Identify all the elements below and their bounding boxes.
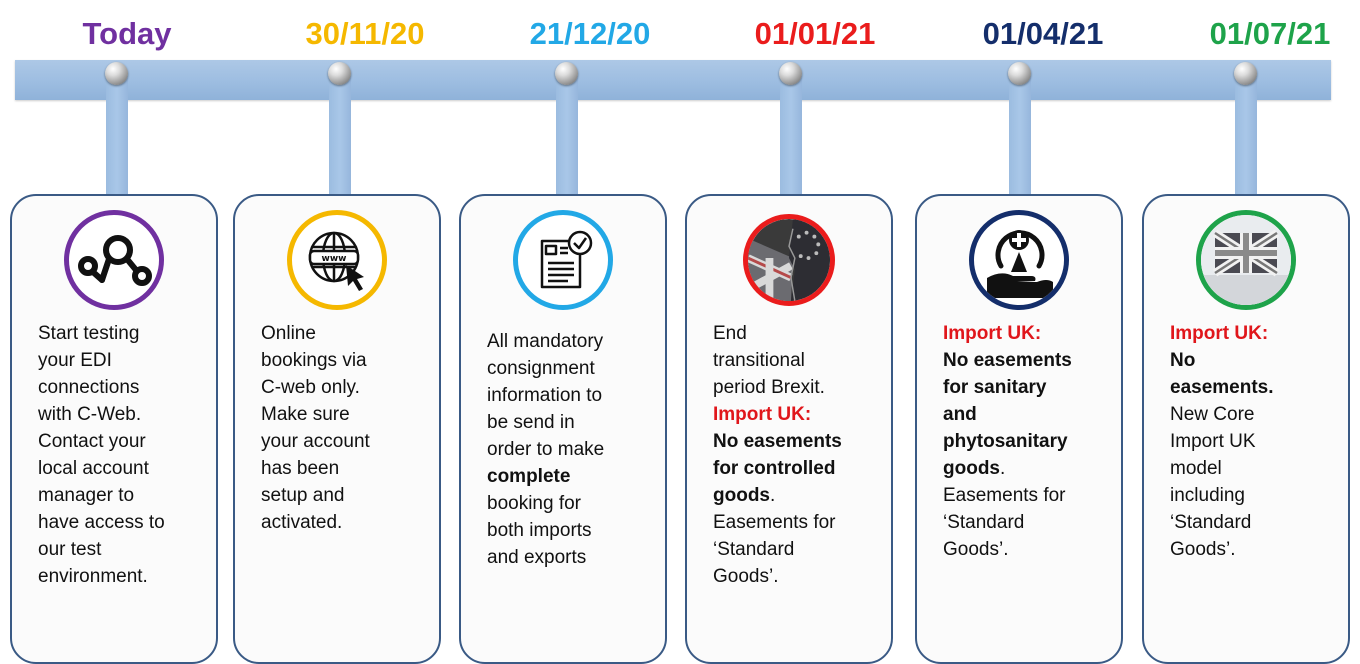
timeline-marker xyxy=(555,62,578,85)
brexit-flag-icon xyxy=(743,214,835,306)
milestone-card-211220: All mandatory consignment information to… xyxy=(459,194,667,664)
milestone-text: Import UK: No easements for sanitary and… xyxy=(943,323,1072,560)
milestone-date-301120: 30/11/20 xyxy=(305,16,425,51)
milestone-text: Start testing your EDI connections with … xyxy=(38,323,165,587)
milestone-card-010421: Import UK: No easements for sanitary and… xyxy=(915,194,1123,664)
timeline-stem xyxy=(106,76,128,206)
milestone-date-010121: 01/01/21 xyxy=(754,16,876,51)
plant-health-hand-icon xyxy=(969,210,1069,310)
document-checklist-icon xyxy=(513,210,613,310)
union-jack-flag-icon xyxy=(1196,210,1296,310)
timeline-stem xyxy=(780,76,802,206)
milestone-card-today: Start testing your EDI connections with … xyxy=(10,194,218,664)
milestone-text: All mandatory consignment information to… xyxy=(487,331,605,568)
milestone-date-010721: 01/07/21 xyxy=(1209,16,1331,51)
timeline-marker xyxy=(779,62,802,85)
timeline-stem xyxy=(1235,76,1257,206)
milestone-date-010421: 01/04/21 xyxy=(982,16,1104,51)
milestone-text: End transitional period Brexit. Import U… xyxy=(713,323,842,587)
network-nodes-icon xyxy=(64,210,164,310)
milestone-date-today: Today xyxy=(82,16,172,51)
svg-text:www: www xyxy=(322,254,347,264)
milestone-text: Import UK: No easements. New Core Import… xyxy=(1170,323,1274,560)
milestone-card-010121: End transitional period Brexit. Import U… xyxy=(685,194,893,664)
timeline-marker xyxy=(105,62,128,85)
timeline-marker xyxy=(328,62,351,85)
milestone-date-211220: 21/12/20 xyxy=(529,16,651,51)
timeline-rail xyxy=(15,60,1331,100)
www-globe-cursor-icon: www xyxy=(287,210,387,310)
timeline-marker xyxy=(1008,62,1031,85)
timeline-marker xyxy=(1234,62,1257,85)
milestone-card-301120: www Online bookings via C-web only. Make… xyxy=(233,194,441,664)
timeline-stem xyxy=(556,76,578,206)
timeline-stem xyxy=(329,76,351,206)
milestone-text: Online bookings via C-web only. Make sur… xyxy=(261,323,370,533)
milestone-card-010721: Import UK: No easements. New Core Import… xyxy=(1142,194,1350,664)
timeline-stem xyxy=(1009,76,1031,206)
